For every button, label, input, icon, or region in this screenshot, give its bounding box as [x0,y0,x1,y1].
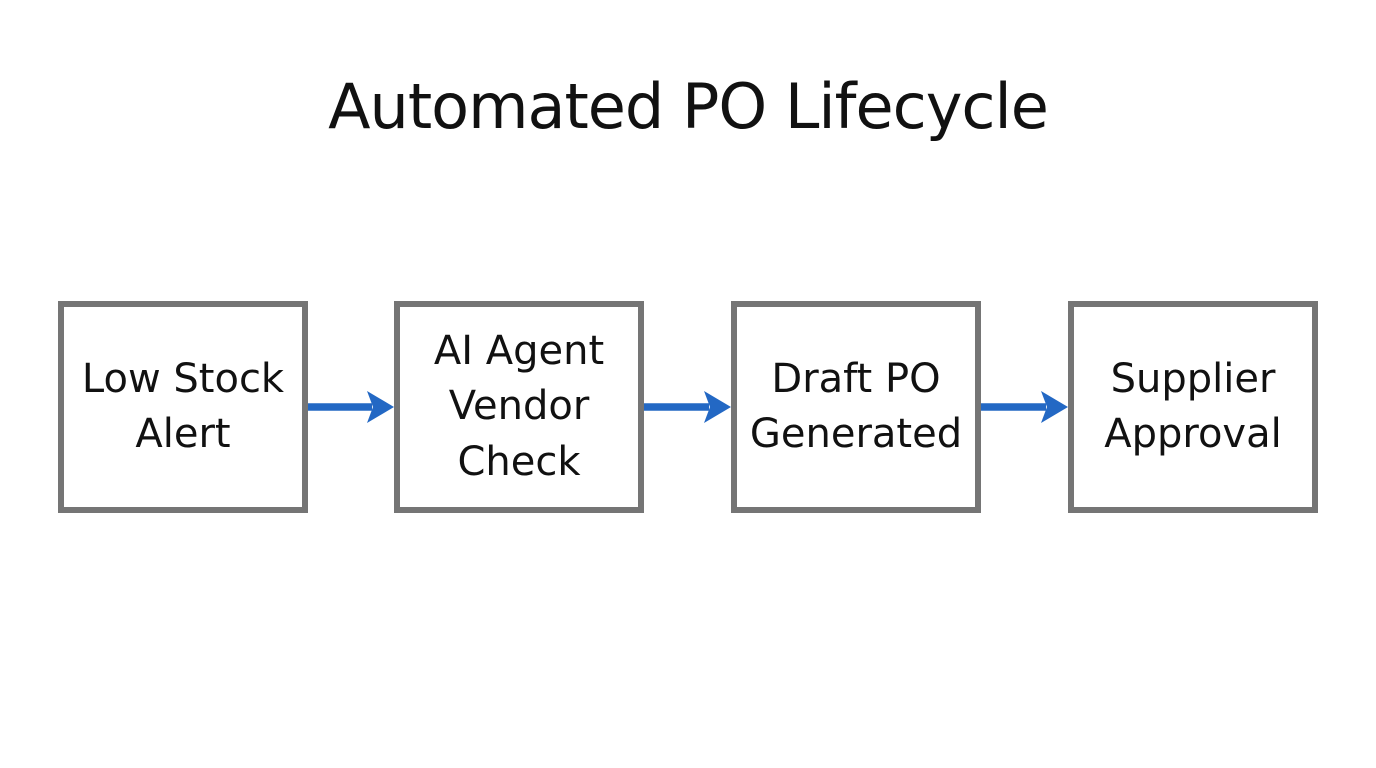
arrow-right-icon [981,387,1068,427]
flow-step-low-stock-alert: Low Stock Alert [58,301,308,513]
flow-step-label: Draft PO Generated [749,355,963,457]
diagram-title: Automated PO Lifecycle [328,70,1049,143]
flow-step-label: Supplier Approval [1104,355,1282,457]
arrow-right-icon [308,387,394,427]
flow-step-ai-agent-vendor-check: AI Agent Vendor Check [394,301,644,513]
arrow-right-icon [644,387,731,427]
flow-step-label: Low Stock Alert [81,355,285,457]
flow-step-draft-po-generated: Draft PO Generated [731,301,981,513]
flow-step-label: AI Agent Vendor Check [433,328,605,485]
flow-step-supplier-approval: Supplier Approval [1068,301,1318,513]
